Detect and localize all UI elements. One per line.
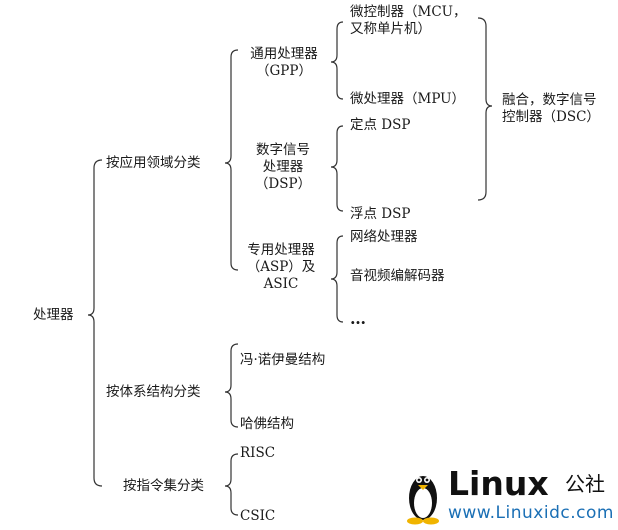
root-label: 处理器 xyxy=(33,307,74,323)
watermark-url: www.Linuxidc.com xyxy=(448,503,614,523)
von-neumann-label: 冯·诺伊曼结构 xyxy=(240,352,326,368)
network-processor-label: 网络处理器 xyxy=(350,229,418,245)
brace-dsp xyxy=(330,125,344,212)
mcu-label-line1: 微控制器（MCU， xyxy=(350,4,467,20)
dsc-label: 融合，数字信号 控制器（DSC） xyxy=(502,92,600,126)
csic-label: CSIC xyxy=(240,508,276,524)
brace-instruction xyxy=(224,453,239,516)
watermark-brand: Linux xyxy=(448,464,549,503)
tux-penguin-logo xyxy=(407,476,439,525)
harvard-label: 哈佛结构 xyxy=(240,416,294,432)
mcu-label-line2: 又称单片机） xyxy=(350,21,431,37)
asp-label-line2: （ASP）及 xyxy=(246,259,316,275)
dsp-label: 数字信号 处理器 （DSP） xyxy=(245,142,321,193)
dsp-label-line3: （DSP） xyxy=(254,176,312,192)
gpp-label-line2: （GPP） xyxy=(256,63,312,79)
dsc-label-line2: 控制器（DSC） xyxy=(502,109,600,125)
instruction-set-classification-label: 按指令集分类 xyxy=(123,478,204,494)
gpp-label-line1: 通用处理器 xyxy=(250,46,318,62)
floating-point-dsp-label: 浮点 DSP xyxy=(350,206,411,222)
dsp-label-line1: 数字信号 xyxy=(256,142,310,158)
brace-application xyxy=(224,49,239,271)
brace-asp xyxy=(330,235,344,323)
watermark-brand-cn: 公社 xyxy=(565,472,605,496)
brace-gpp xyxy=(330,21,344,100)
av-codec-label: 音视频编解码器 xyxy=(350,268,445,284)
risc-label: RISC xyxy=(240,445,276,461)
fixed-point-dsp-label: 定点 DSP xyxy=(350,117,411,133)
brace-root xyxy=(87,159,103,487)
asp-label-line1: 专用处理器 xyxy=(247,242,315,258)
dsc-label-line1: 融合，数字信号 xyxy=(502,92,597,108)
gpp-label: 通用处理器 （GPP） xyxy=(243,46,325,80)
asp-label: 专用处理器 （ASP）及 ASIC xyxy=(235,242,327,293)
mcu-label: 微控制器（MCU， 又称单片机） xyxy=(350,4,467,38)
architecture-classification-label: 按体系结构分类 xyxy=(106,384,201,400)
ellipsis-label: … xyxy=(350,309,366,328)
application-classification-label: 按应用领域分类 xyxy=(106,155,201,171)
brace-architecture xyxy=(224,343,239,428)
dsp-label-line2: 处理器 xyxy=(262,159,304,175)
mpu-label: 微处理器（MPU） xyxy=(350,91,466,107)
brace-fusion xyxy=(477,17,493,201)
asp-label-line3: ASIC xyxy=(263,276,299,292)
